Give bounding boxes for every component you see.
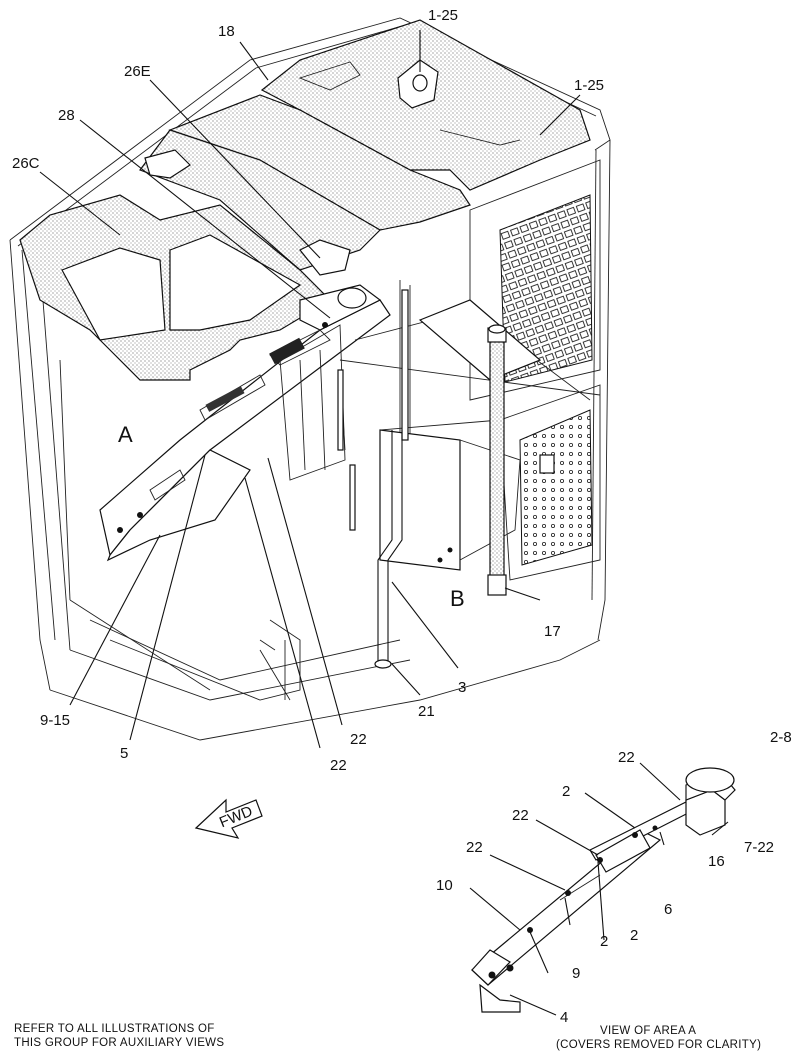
view-title-line-1: VIEW OF AREA A (600, 1025, 696, 1037)
detail-callout-9: 9 (572, 965, 580, 982)
footnotes: REFER TO ALL ILLUSTRATIONS OF THIS GROUP… (14, 1023, 761, 1051)
detail-callout-22-left: 22 (466, 839, 483, 856)
callout-5: 5 (120, 745, 128, 762)
detail-callout-16: 16 (708, 853, 725, 870)
area-label-b: B (450, 586, 465, 611)
refer-note-line-1: REFER TO ALL ILLUSTRATIONS OF (14, 1023, 215, 1035)
view-title-line-2: (COVERS REMOVED FOR CLARITY) (556, 1039, 761, 1051)
detail-callout-4: 4 (560, 1009, 568, 1026)
rear-panels (469, 159, 601, 581)
detail-callout-2-bot-b: 2 (630, 927, 638, 944)
leader-lines (39, 30, 729, 1016)
callout-9-15: 9-15 (40, 712, 70, 729)
cab-frame (9, 17, 611, 741)
refer-note-line-2: THIS GROUP FOR AUXILIARY VIEWS (14, 1037, 224, 1049)
detail-callout-2-top: 2 (562, 783, 570, 800)
detail-callout-22-top: 22 (618, 749, 635, 766)
callout-22-b: 22 (330, 757, 347, 774)
callout-21: 21 (418, 703, 435, 720)
callout-17: 17 (544, 623, 561, 640)
forward-arrow-icon: FWD (194, 798, 263, 839)
callout-3: 3 (458, 679, 466, 696)
detail-callout-2-8: 2-8 (770, 729, 792, 746)
tube-part-3 (374, 430, 403, 669)
detail-callout-6: 6 (664, 901, 672, 918)
console-assembly (99, 284, 391, 562)
callout-labels: 1-25 18 26E 1-25 28 26C A B 17 3 21 22 2… (12, 7, 792, 1026)
callout-26c: 26C (12, 155, 40, 172)
detail-callout-7-22: 7-22 (744, 839, 774, 856)
callout-22-a: 22 (350, 731, 367, 748)
callout-26e: 26E (124, 63, 151, 80)
callout-1-25-right: 1-25 (574, 77, 604, 94)
detail-callout-22-mid: 22 (512, 807, 529, 824)
callout-18: 18 (218, 23, 235, 40)
detail-callout-10: 10 (436, 877, 453, 894)
callout-28: 28 (58, 107, 75, 124)
roof-covers (19, 19, 591, 381)
detail-callout-2-bot-a: 2 (600, 933, 608, 950)
detail-view-area-a (471, 767, 736, 1013)
callout-1-25-top: 1-25 (428, 7, 458, 24)
area-label-a: A (118, 422, 133, 447)
strut-part-17 (487, 324, 507, 596)
rear-structure (337, 280, 601, 571)
